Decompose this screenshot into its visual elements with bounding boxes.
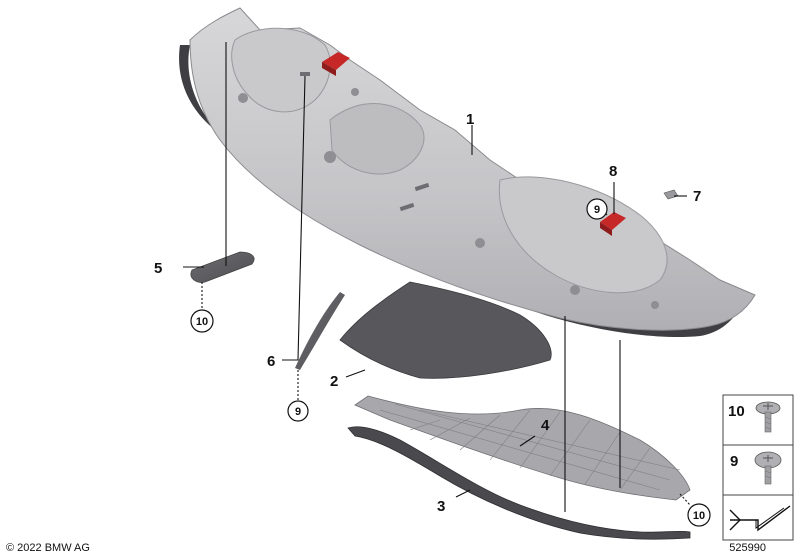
flat-head-screw-icon — [755, 401, 781, 433]
svg-text:9: 9 — [295, 406, 301, 418]
seal-strip-part — [295, 292, 345, 370]
callout-3: 3 — [437, 498, 445, 515]
underbody-shield — [179, 7, 756, 338]
copyright-text: © 2022 BMW AG — [6, 542, 90, 554]
circle-ref-9-right: 9 — [586, 198, 608, 220]
direction-arrow-icon — [729, 505, 791, 532]
svg-text:10: 10 — [196, 316, 208, 328]
svg-text:10: 10 — [693, 510, 705, 522]
shield-center-ridge — [329, 103, 425, 175]
circle-ref-9-left: 9 — [287, 400, 309, 422]
mesh-pattern — [379, 403, 681, 491]
shield-right-pocket — [498, 176, 668, 294]
callout-8: 8 — [609, 163, 617, 180]
callout-5: 5 — [154, 260, 162, 277]
fastener-legend: 10 9 — [722, 394, 794, 541]
red-tab-left — [322, 52, 350, 76]
edge-seal-part — [347, 426, 691, 540]
callout-4: 4 — [541, 417, 550, 434]
pan-head-screw-icon — [754, 451, 782, 485]
svg-text:9: 9 — [594, 204, 600, 216]
bracket-part — [190, 251, 255, 283]
red-tab-right — [600, 212, 626, 236]
callout-6: 6 — [267, 353, 275, 370]
insulation-mat-part — [339, 281, 552, 379]
shield-left-pocket — [231, 27, 331, 113]
callout-7: 7 — [693, 188, 701, 205]
circle-ref-10-left: 10 — [190, 309, 214, 333]
leader-lines — [183, 42, 691, 512]
clip-part — [663, 189, 679, 200]
legend-label-10: 10 — [728, 403, 745, 420]
mesh-grille-part — [354, 395, 691, 501]
callout-2: 2 — [330, 373, 338, 390]
circle-ref-10-right: 10 — [687, 503, 711, 527]
legend-label-9: 9 — [730, 453, 738, 470]
diagram-id-text: 525990 — [729, 542, 766, 554]
callout-1: 1 — [466, 111, 474, 128]
